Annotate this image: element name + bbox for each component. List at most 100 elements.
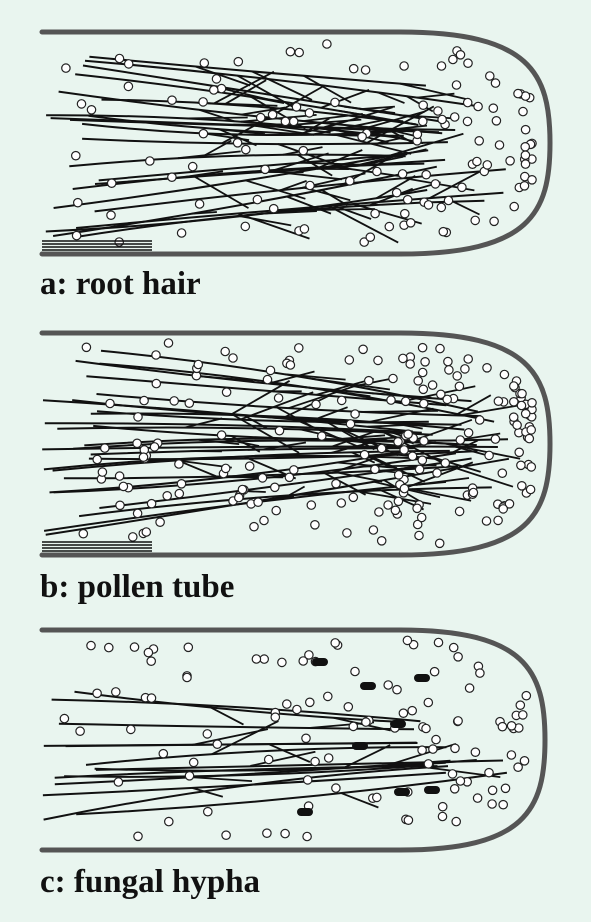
vesicle [112,688,120,696]
vesicle [101,444,109,452]
vesicle [343,529,351,537]
vesicle [360,451,368,459]
vesicle [385,222,393,230]
vesicle [455,507,463,515]
vesicle [281,117,289,125]
filament-branch [269,744,310,762]
vesicle [378,537,386,545]
vesicle [521,143,529,151]
vesicle [254,498,262,506]
dark-organelle [297,808,313,816]
vesicle [107,211,115,219]
vesicle [434,107,442,115]
vesicle [203,730,211,738]
vesicle [213,740,221,748]
vesicle [163,492,171,500]
vesicle [290,117,298,125]
vesicle [433,469,441,477]
vesicle [286,48,294,56]
vesicle [492,117,500,125]
vesicle [359,345,367,353]
vesicle [431,180,439,188]
vesicle [406,360,414,368]
vesicle [456,436,464,444]
fungal-hypha-label: c: fungal hypha [40,866,260,899]
vesicle [115,54,123,62]
vesicle [448,770,456,778]
vesicle [422,724,430,732]
vesicle [168,96,176,104]
vesicle [194,360,202,368]
vesicle [305,651,313,659]
vesicle [306,698,314,706]
vesicle [286,361,294,369]
vesicle [305,109,313,117]
vesicle [456,51,464,59]
vesicle [175,489,183,497]
vesicle [404,430,412,438]
vesicle [474,102,482,110]
vesicle [377,444,385,452]
vesicle [384,681,392,689]
vesicle [147,657,155,665]
vesicle [439,228,447,236]
filament-branch [250,752,315,766]
vesicle [159,750,167,758]
vesicle [437,203,445,211]
vesicle [476,669,484,677]
vesicle [105,643,113,651]
vesicle [72,152,80,160]
vesicle [516,701,524,709]
vesicle [399,354,407,362]
vesicle [451,785,459,793]
vesicle [150,443,158,451]
vesicle [471,216,479,224]
dark-organelle [390,720,406,728]
vesicle [528,176,536,184]
vesicle [398,170,406,178]
vesicle [471,748,479,756]
vesicle [510,382,518,390]
vesicle [332,784,340,792]
vesicle [422,171,430,179]
vesicle [108,179,116,187]
vesicle [491,435,499,443]
filament-branch [289,173,342,179]
vesicle [418,344,426,352]
filament-branch [453,202,480,215]
vesicle [217,431,225,439]
dark-organelle [312,658,328,666]
vesicle [491,79,499,87]
vesicle [222,464,230,472]
vesicle [338,396,346,404]
vesicle [486,72,494,80]
root-hair-label: a: root hair [40,268,201,301]
vesicle [464,355,472,363]
vesicle [242,145,250,153]
vesicle [189,162,197,170]
vesicle [473,157,481,165]
vesicle [499,505,507,513]
vesicle [165,817,173,825]
dark-organelle [360,682,376,690]
vesicle [139,453,147,461]
vesicle [312,400,320,408]
vesicle [436,539,444,547]
vesicle [518,390,526,398]
vesicle [142,528,150,536]
vesicle [413,504,421,512]
vesicle [419,368,427,376]
vesicle [199,98,207,106]
vesicle [238,485,246,493]
vesicle [438,812,446,820]
vesicle [261,165,269,173]
vesicle [419,385,427,393]
vesicle [260,516,268,524]
vesicle [469,488,477,496]
vesicle [375,508,383,516]
vesicle [389,374,397,382]
vesicle [432,735,440,743]
vesicle [522,410,530,418]
filament-branch [187,118,248,119]
vesicle [404,816,412,824]
